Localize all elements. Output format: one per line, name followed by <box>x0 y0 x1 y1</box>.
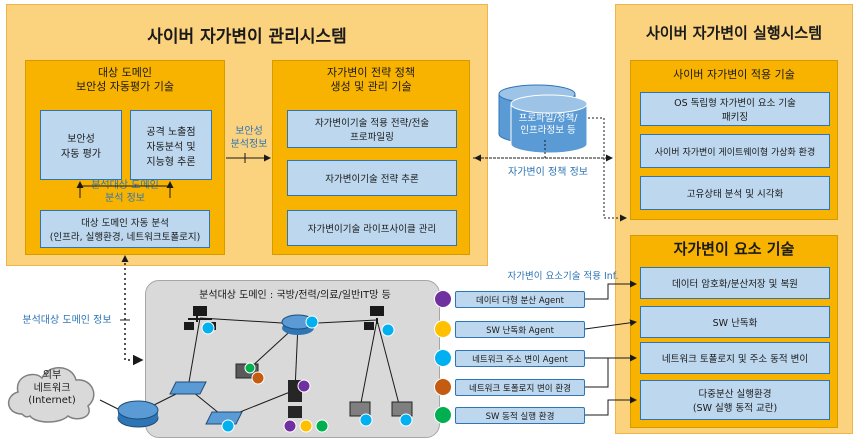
agent-sw-pill: SW 난독화 Agent <box>455 321 585 338</box>
agent-runtime-label: SW 동적 실행 환경 <box>485 411 555 422</box>
element-item-distributed-label: 다중분산 실행환경 (SW 실행 동적 교란) <box>692 389 778 414</box>
attack-surface-label: 공격 노출점 자동분석 및 지능형 추론 <box>146 126 196 168</box>
agent-network-dot <box>434 349 452 367</box>
cloud-icon <box>8 367 95 423</box>
apply-item-packaging-label: OS 독립형 자가변이 요소 기술 패키징 <box>674 98 796 123</box>
agent-sw-dot <box>434 320 452 338</box>
database-icon <box>498 84 588 154</box>
domain-panel <box>145 280 440 438</box>
policy-item-lifecycle: 자가변이기술 라이프사이클 관리 <box>287 210 457 246</box>
apply-item-gateway-label: 사이버 자가변이 게이트웨이형 가상화 환경 <box>654 147 816 158</box>
domain-auto-analysis-label: 대상 도메인 자동 분석 (인프라, 실행환경, 네트워크토폴로지) <box>49 218 201 243</box>
policy-group-title: 자가변이 전략 정책 생성 및 관리 기술 <box>327 66 415 94</box>
agent-topology-label: 네트워크 토폴로지 변이 환경 <box>469 383 571 394</box>
external-network-label: 외부 네트워크 (Internet) <box>28 370 76 406</box>
policy-info-label: 자가변이 정책 정보 <box>508 167 588 178</box>
domain-analysis-info-label: 분석대상 도메인 분석 정보 <box>91 180 159 204</box>
attack-surface-box: 공격 노출점 자동분석 및 지능형 추론 <box>130 110 212 180</box>
security-eval-label: 보안성 자동 평가 <box>61 134 101 160</box>
agent-sw-label: SW 난독화 Agent <box>486 325 554 336</box>
policy-item-profiling-label: 자가변이기술 적용 전략/전술 프로파일링 <box>314 118 430 143</box>
element-group-title: 자가변이 요소 기술 <box>673 240 795 258</box>
domain-auto-analysis-box: 대상 도메인 자동 분석 (인프라, 실행환경, 네트워크토폴로지) <box>40 210 210 248</box>
element-item-obfuscation: SW 난독화 <box>640 306 830 338</box>
agent-network-pill: 네트워크 주소 변이 Agent <box>455 350 585 367</box>
agent-topology-pill: 네트워크 토폴로지 변이 환경 <box>455 379 585 396</box>
execution-system-title: 사이버 자가변이 실행시스템 <box>645 24 823 42</box>
apply-group-title: 사이버 자가변이 적용 기술 <box>673 68 795 81</box>
security-info-label: 보안성 분석정보 <box>230 126 268 150</box>
element-item-obfuscation-label: SW 난독화 <box>712 318 758 329</box>
agent-data-dot <box>434 290 452 308</box>
agent-data-pill: 데이터 다형 분산 Agent <box>455 291 585 308</box>
element-item-distributed: 다중분산 실행환경 (SW 실행 동적 교란) <box>640 380 830 420</box>
policy-item-profiling: 자가변이기술 적용 전략/전술 프로파일링 <box>287 110 457 148</box>
eval-group-title: 대상 도메인 보안성 자동평가 기술 <box>75 66 175 94</box>
element-item-topology: 네트워크 토폴로지 및 주소 동적 변이 <box>640 342 830 374</box>
element-item-encryption: 데이터 암호화/분산저장 및 복원 <box>640 267 830 299</box>
apply-item-visualization-label: 고유상태 분석 및 시각화 <box>686 189 784 200</box>
agent-network-label: 네트워크 주소 변이 Agent <box>472 354 568 365</box>
management-system-title: 사이버 자가변이 관리시스템 <box>147 27 347 47</box>
agent-runtime-pill: SW 동적 실행 환경 <box>455 407 585 424</box>
element-item-encryption-label: 데이터 암호화/분산저장 및 복원 <box>672 279 798 290</box>
apply-info-label: 자가변이 요소기술 적용 Inf. <box>507 271 619 282</box>
domain-title: 분석대상 도메인 : 국방/전력/의료/일반IT망 등 <box>199 290 391 301</box>
agent-runtime-dot <box>434 406 452 424</box>
agent-data-label: 데이터 다형 분산 Agent <box>475 295 564 306</box>
domain-info-label: 분석대상 도메인 정보 <box>22 315 112 326</box>
security-eval-box: 보안성 자동 평가 <box>40 110 122 180</box>
policy-item-inference: 자가변이기술 전략 추론 <box>287 160 457 196</box>
policy-item-lifecycle-label: 자가변이기술 라이프사이클 관리 <box>307 224 437 235</box>
agent-topology-dot <box>434 378 452 396</box>
database-label: 프로파일/정책/ 인프라정보 등 <box>518 113 578 136</box>
apply-item-packaging: OS 독립형 자가변이 요소 기술 패키징 <box>640 92 830 126</box>
apply-item-gateway: 사이버 자가변이 게이트웨이형 가상화 환경 <box>640 134 830 168</box>
policy-item-inference-label: 자가변이기술 전략 추론 <box>325 174 419 185</box>
element-item-topology-label: 네트워크 토폴로지 및 주소 동적 변이 <box>661 354 809 365</box>
apply-item-visualization: 고유상태 분석 및 시각화 <box>640 176 830 210</box>
